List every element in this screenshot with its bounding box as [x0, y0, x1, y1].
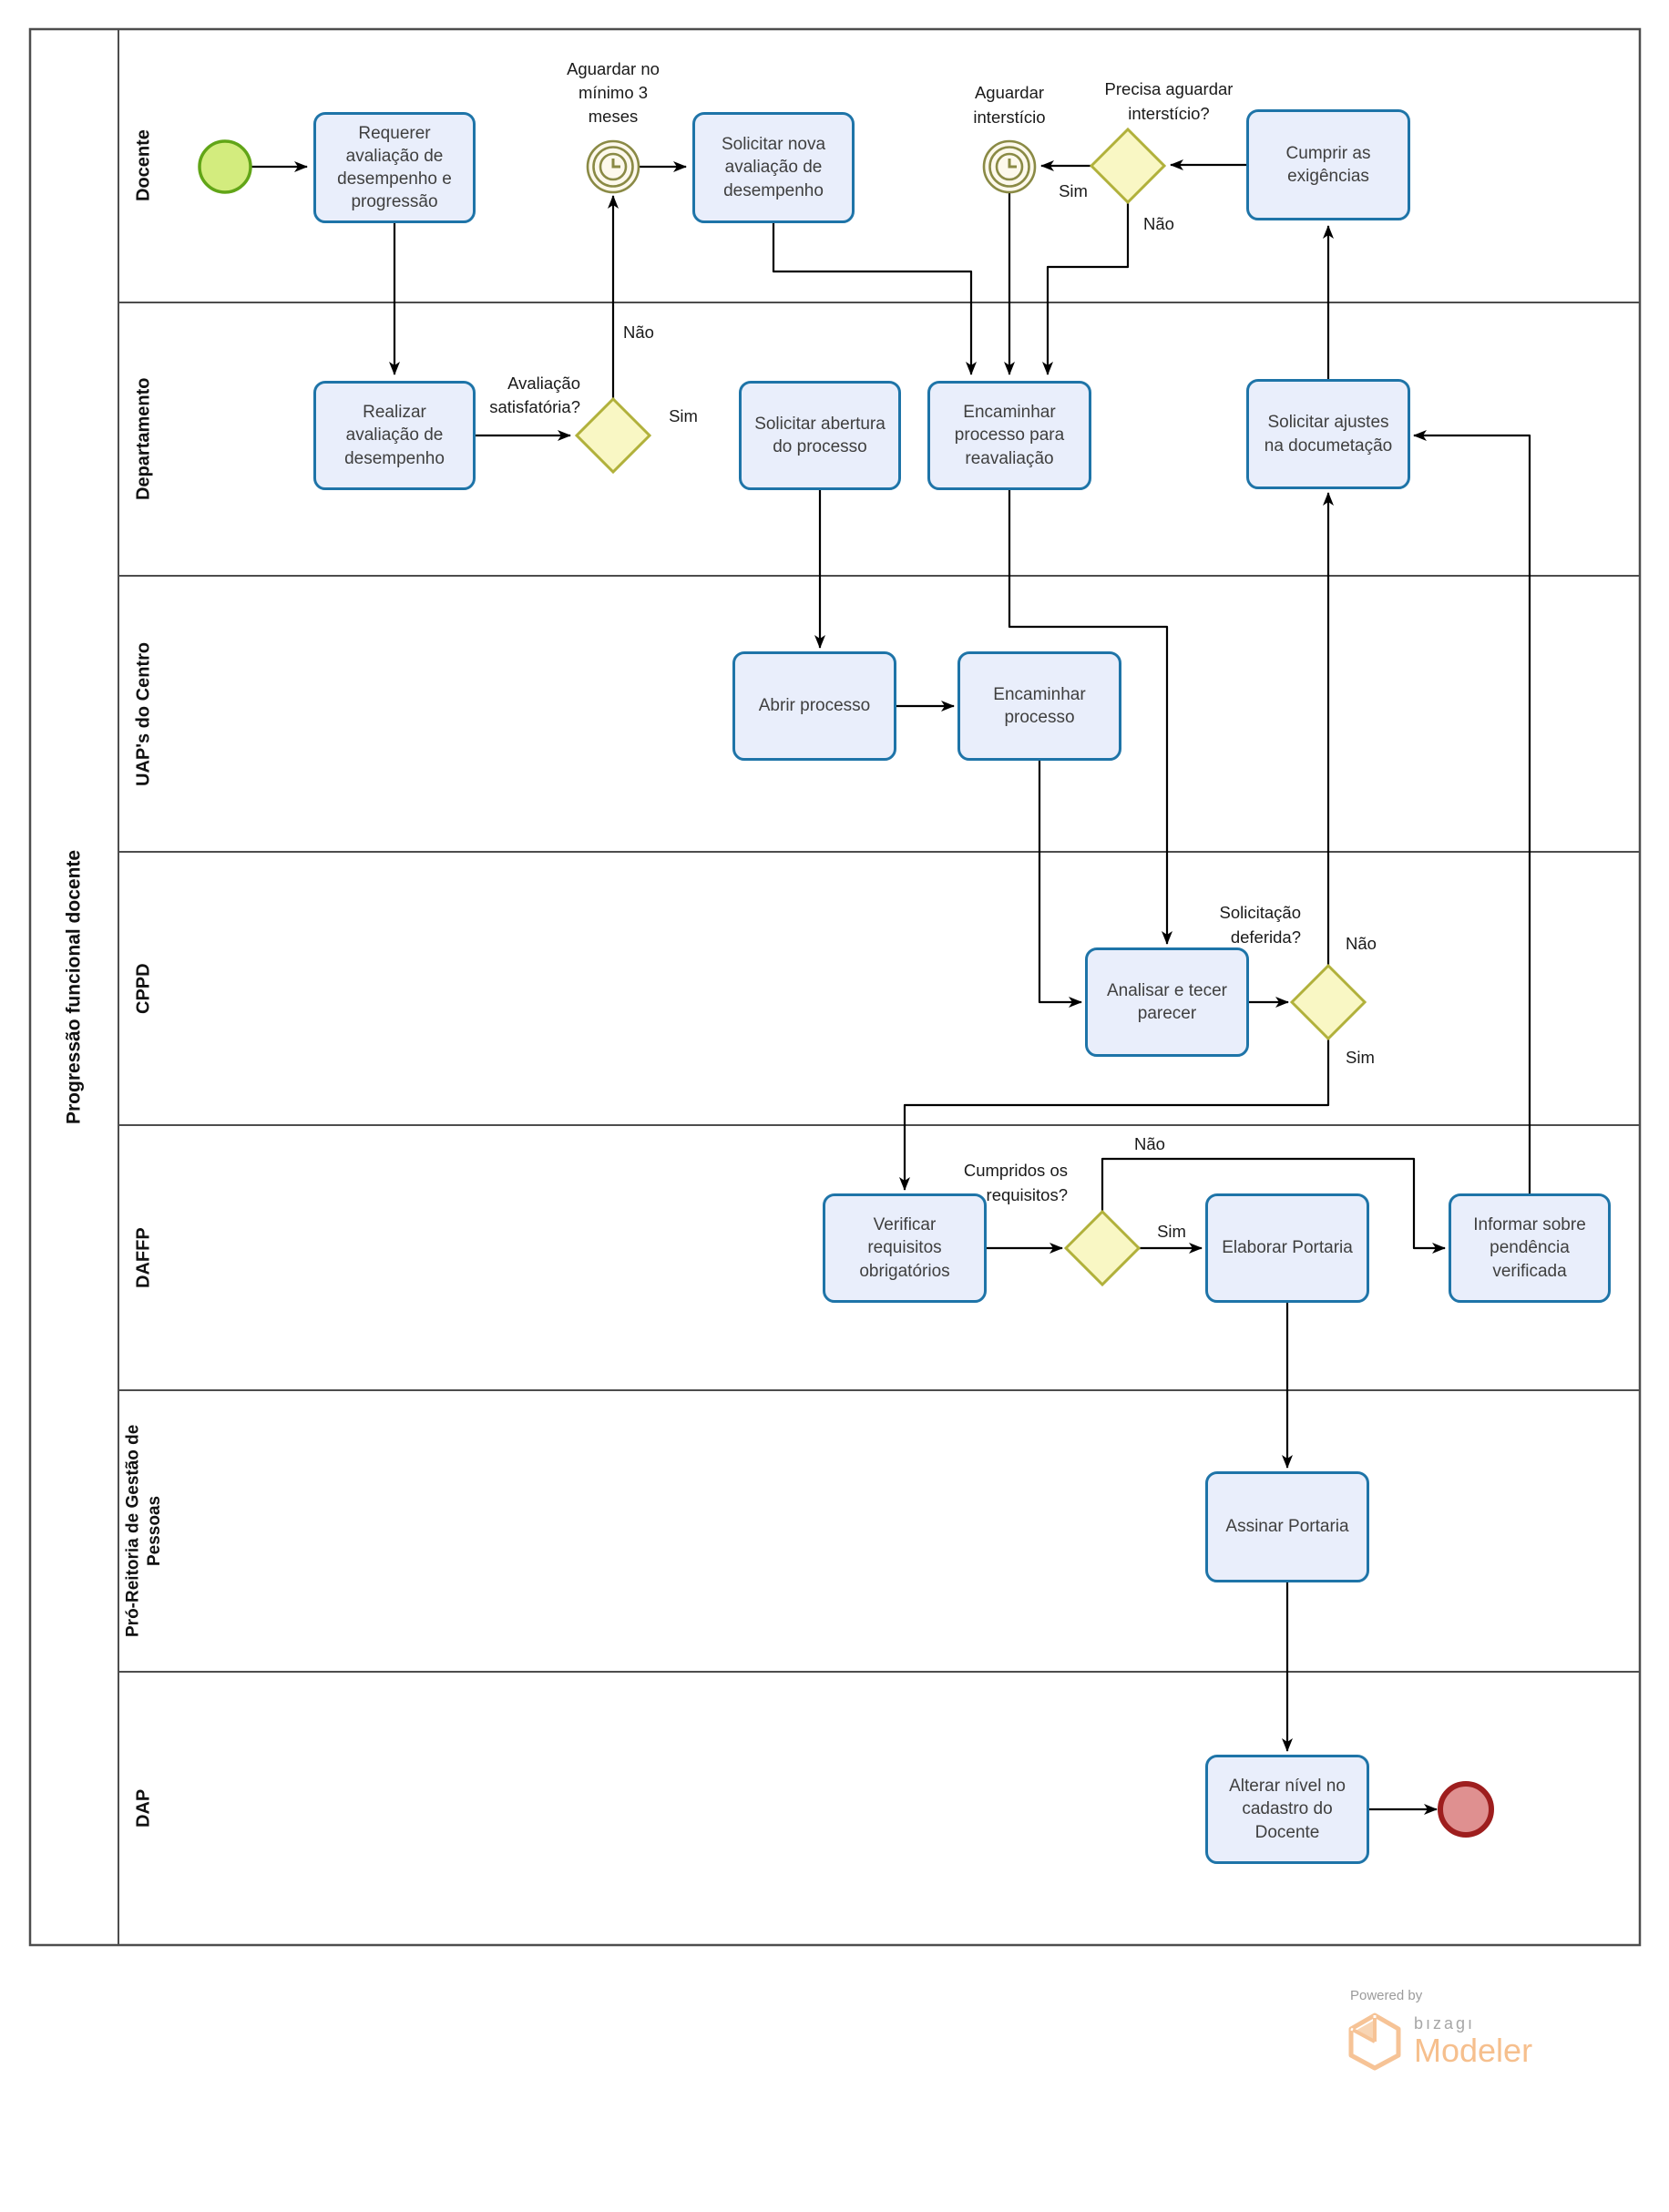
task-verificar-requisitos: Verificar requisitos obrigatórios [823, 1193, 987, 1303]
start-event [198, 139, 252, 194]
task-assinar-portaria: Assinar Portaria [1205, 1471, 1369, 1582]
lane-label-uaps: UAP's do Centro [133, 641, 154, 786]
bizagi-brand-label: bızagı [1414, 2014, 1476, 2033]
task-encaminhar-processo: Encaminhar processo [957, 651, 1121, 761]
gateway-question: satisfatória? [489, 397, 580, 416]
flow-label-sim: Sim [1346, 1048, 1375, 1067]
timer-event-aguardar-intersticio [982, 139, 1037, 194]
timer-event-aguardar-3-meses [586, 139, 640, 194]
task-informar-pendencia: Informar sobre pendência verificada [1449, 1193, 1611, 1303]
timer2-label: Aguardar [975, 83, 1044, 102]
timer1-label: mínimo 3 [579, 83, 648, 102]
task-encaminhar-reavaliacao: Encaminhar processo para reavaliação [927, 381, 1091, 490]
gateway-question: Cumpridos os [964, 1161, 1068, 1180]
powered-by-label: Powered by [1350, 1988, 1423, 2003]
task-solicitar-nova-avaliacao: Solicitar nova avaliação de desempenho [692, 112, 855, 223]
gateway-precisa-aguardar-intersticio [1089, 127, 1167, 205]
flow-label-sim: Sim [1157, 1222, 1186, 1241]
gateway-solicitacao-deferida [1289, 963, 1367, 1041]
flow-label-nao: Não [1134, 1134, 1165, 1153]
clock-icon [611, 159, 620, 169]
lane-label-departamento: Departamento [133, 377, 154, 501]
flow-gw-solicitacao-sim-to-verificar [899, 1039, 1330, 1191]
task-alterar-nivel: Alterar nível no cadastro do Docente [1205, 1755, 1369, 1864]
gateway-question: interstício? [1128, 104, 1209, 123]
timer1-label: Aguardar no [567, 59, 660, 78]
flow-solicitar-nova-to-reavaliacao [772, 223, 977, 375]
gateway-question: deferida? [1231, 927, 1301, 947]
task-analisar-parecer: Analisar e tecer parecer [1085, 947, 1249, 1057]
pool-title: Progressão funcional docente [63, 849, 85, 1125]
bizagi-logo-icon [1348, 2012, 1401, 2071]
end-event [1438, 1781, 1494, 1838]
pool-border [28, 27, 1642, 1947]
task-solicitar-abertura: Solicitar abertura do processo [739, 381, 901, 490]
footer-branding: Powered by bızagı Modeler [1348, 1988, 1622, 2071]
clock-icon [1008, 159, 1017, 169]
timer1-label: meses [589, 107, 639, 126]
lane-label-cppd: CPPD [133, 963, 154, 1014]
flow-label-nao: Não [1346, 934, 1377, 953]
timer2-label: interstício [973, 108, 1045, 127]
gateway-cumpridos-requisitos [1063, 1209, 1142, 1287]
lane-label-docente: Docente [133, 129, 154, 202]
flow-label-nao: Não [623, 323, 654, 342]
gateway-question: Solicitação [1220, 903, 1301, 922]
task-realizar-avaliacao: Realizar avaliação de desempenho [313, 381, 476, 490]
flow-label-nao: Não [1143, 214, 1174, 233]
modeler-product-label: Modeler [1414, 2032, 1533, 2069]
flow-informar-to-ajustes [1413, 430, 1531, 1193]
lane-label-daffp: DAFFP [133, 1227, 154, 1288]
task-abrir-processo: Abrir processo [732, 651, 896, 761]
task-elaborar-portaria: Elaborar Portaria [1205, 1193, 1369, 1303]
gateway-question: Precisa aguardar [1105, 79, 1234, 98]
lane-label-pro-reitoria: Pró-Reitoria de Gestão de Pessoas [123, 1424, 164, 1638]
flow-gw-requisitos-nao-to-informar [1101, 1157, 1446, 1254]
flow-label-sim: Sim [1059, 181, 1088, 200]
lane-label-dap: DAP [133, 1788, 154, 1828]
task-requerer-avaliacao: Requerer avaliação de desempenho e progr… [313, 112, 476, 223]
task-cumprir-exigencias: Cumprir as exigências [1246, 109, 1410, 220]
gateway-question: Avaliação [507, 374, 580, 393]
flow-encaminhar-to-analisar [1038, 761, 1082, 1008]
gateway-question: requisitos? [987, 1185, 1068, 1204]
flow-gw-intersticio-nao-to-reavaliacao [1042, 202, 1130, 375]
gateway-avaliacao-satisfatoria [574, 396, 652, 475]
task-solicitar-ajustes: Solicitar ajustes na documetação [1246, 379, 1410, 489]
flow-label-sim: Sim [669, 406, 698, 425]
flow-reavaliacao-to-analisar [1008, 490, 1172, 945]
